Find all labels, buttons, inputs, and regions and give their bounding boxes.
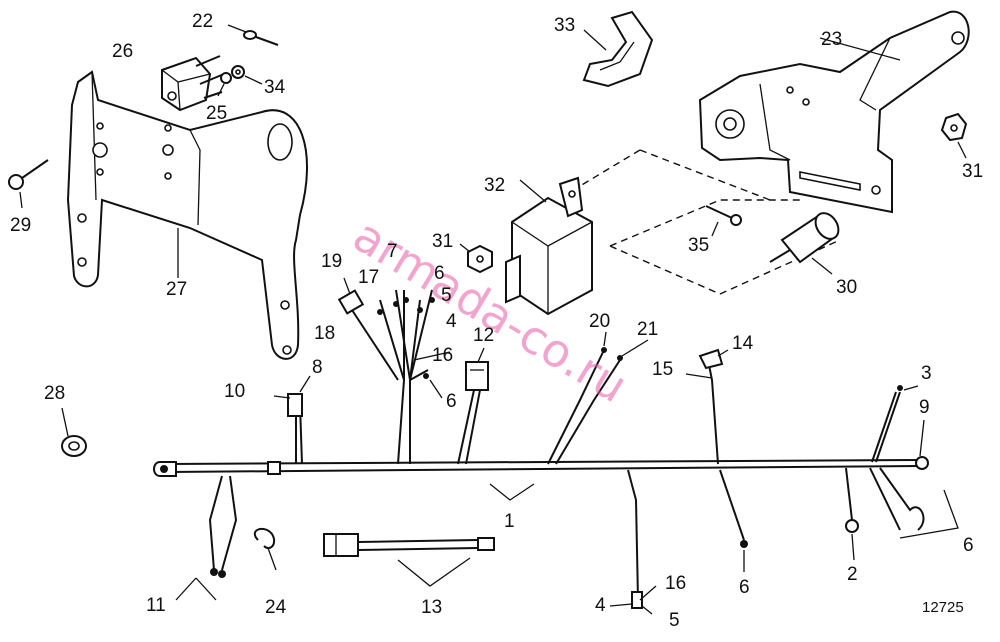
- nut-31-center: [459, 243, 493, 274]
- relay-32: [505, 176, 593, 316]
- callout-16-upper: 16: [432, 345, 454, 366]
- callout-20: 20: [589, 311, 611, 332]
- clip-24: [253, 527, 276, 550]
- callout-27: 27: [166, 279, 188, 300]
- sensor-cable-13: [323, 533, 495, 557]
- callout-1: 1: [504, 511, 515, 532]
- nut-31-right: [940, 112, 968, 159]
- screw-35: [705, 205, 742, 237]
- relay-bracket-23: [698, 10, 970, 214]
- callout-16-lower: 16: [665, 573, 687, 594]
- callout-7: 7: [387, 241, 398, 262]
- callout-31-right: 31: [962, 161, 984, 182]
- nut-34: [217, 65, 263, 97]
- callout-19: 19: [321, 251, 343, 272]
- callout-6-upper: 6: [434, 263, 445, 284]
- callout-30: 30: [836, 277, 858, 298]
- callout-29: 29: [10, 215, 32, 236]
- terminal-block-26: [161, 55, 225, 112]
- callout-3: 3: [921, 363, 932, 384]
- callout-8: 8: [312, 357, 323, 378]
- callout-33: 33: [554, 15, 576, 36]
- callout-18: 18: [314, 323, 336, 344]
- callout-6-lower: 6: [739, 577, 750, 598]
- cover-33: [582, 10, 654, 88]
- screw-22: [227, 24, 279, 46]
- callout-15: 15: [652, 359, 674, 380]
- callout-21: 21: [637, 319, 659, 340]
- callout-22: 22: [192, 11, 214, 32]
- callout-6-right: 6: [963, 535, 974, 556]
- callout-5-lower: 5: [669, 610, 680, 631]
- callout-32: 32: [484, 175, 506, 196]
- callout-13: 13: [421, 597, 443, 618]
- callout-34: 34: [264, 77, 286, 98]
- callout-25: 25: [206, 103, 228, 124]
- callout-23: 23: [821, 29, 843, 50]
- callout-35: 35: [688, 235, 710, 256]
- callout-4-upper: 4: [446, 311, 457, 332]
- callout-5-upper: 5: [441, 285, 452, 306]
- sensor-30: [769, 212, 840, 275]
- callout-6-bundle: 6: [446, 391, 457, 412]
- callout-2: 2: [847, 564, 858, 585]
- callout-14: 14: [732, 333, 754, 354]
- wiring-harness-1: [153, 289, 929, 609]
- callout-26: 26: [112, 41, 134, 62]
- callout-28: 28: [44, 383, 66, 404]
- callout-12: 12: [473, 325, 495, 346]
- callout-9: 9: [919, 397, 930, 418]
- callout-17: 17: [358, 267, 380, 288]
- mounting-bracket-27: [66, 70, 308, 360]
- callout-24: 24: [265, 597, 287, 618]
- callout-31-center: 31: [432, 231, 454, 252]
- callout-10: 10: [224, 381, 246, 402]
- callout-4-lower: 4: [595, 595, 606, 616]
- reference-number: 12725: [922, 599, 964, 616]
- callout-11: 11: [146, 595, 166, 616]
- clip-28: [61, 407, 87, 457]
- bolt-29: [8, 159, 49, 209]
